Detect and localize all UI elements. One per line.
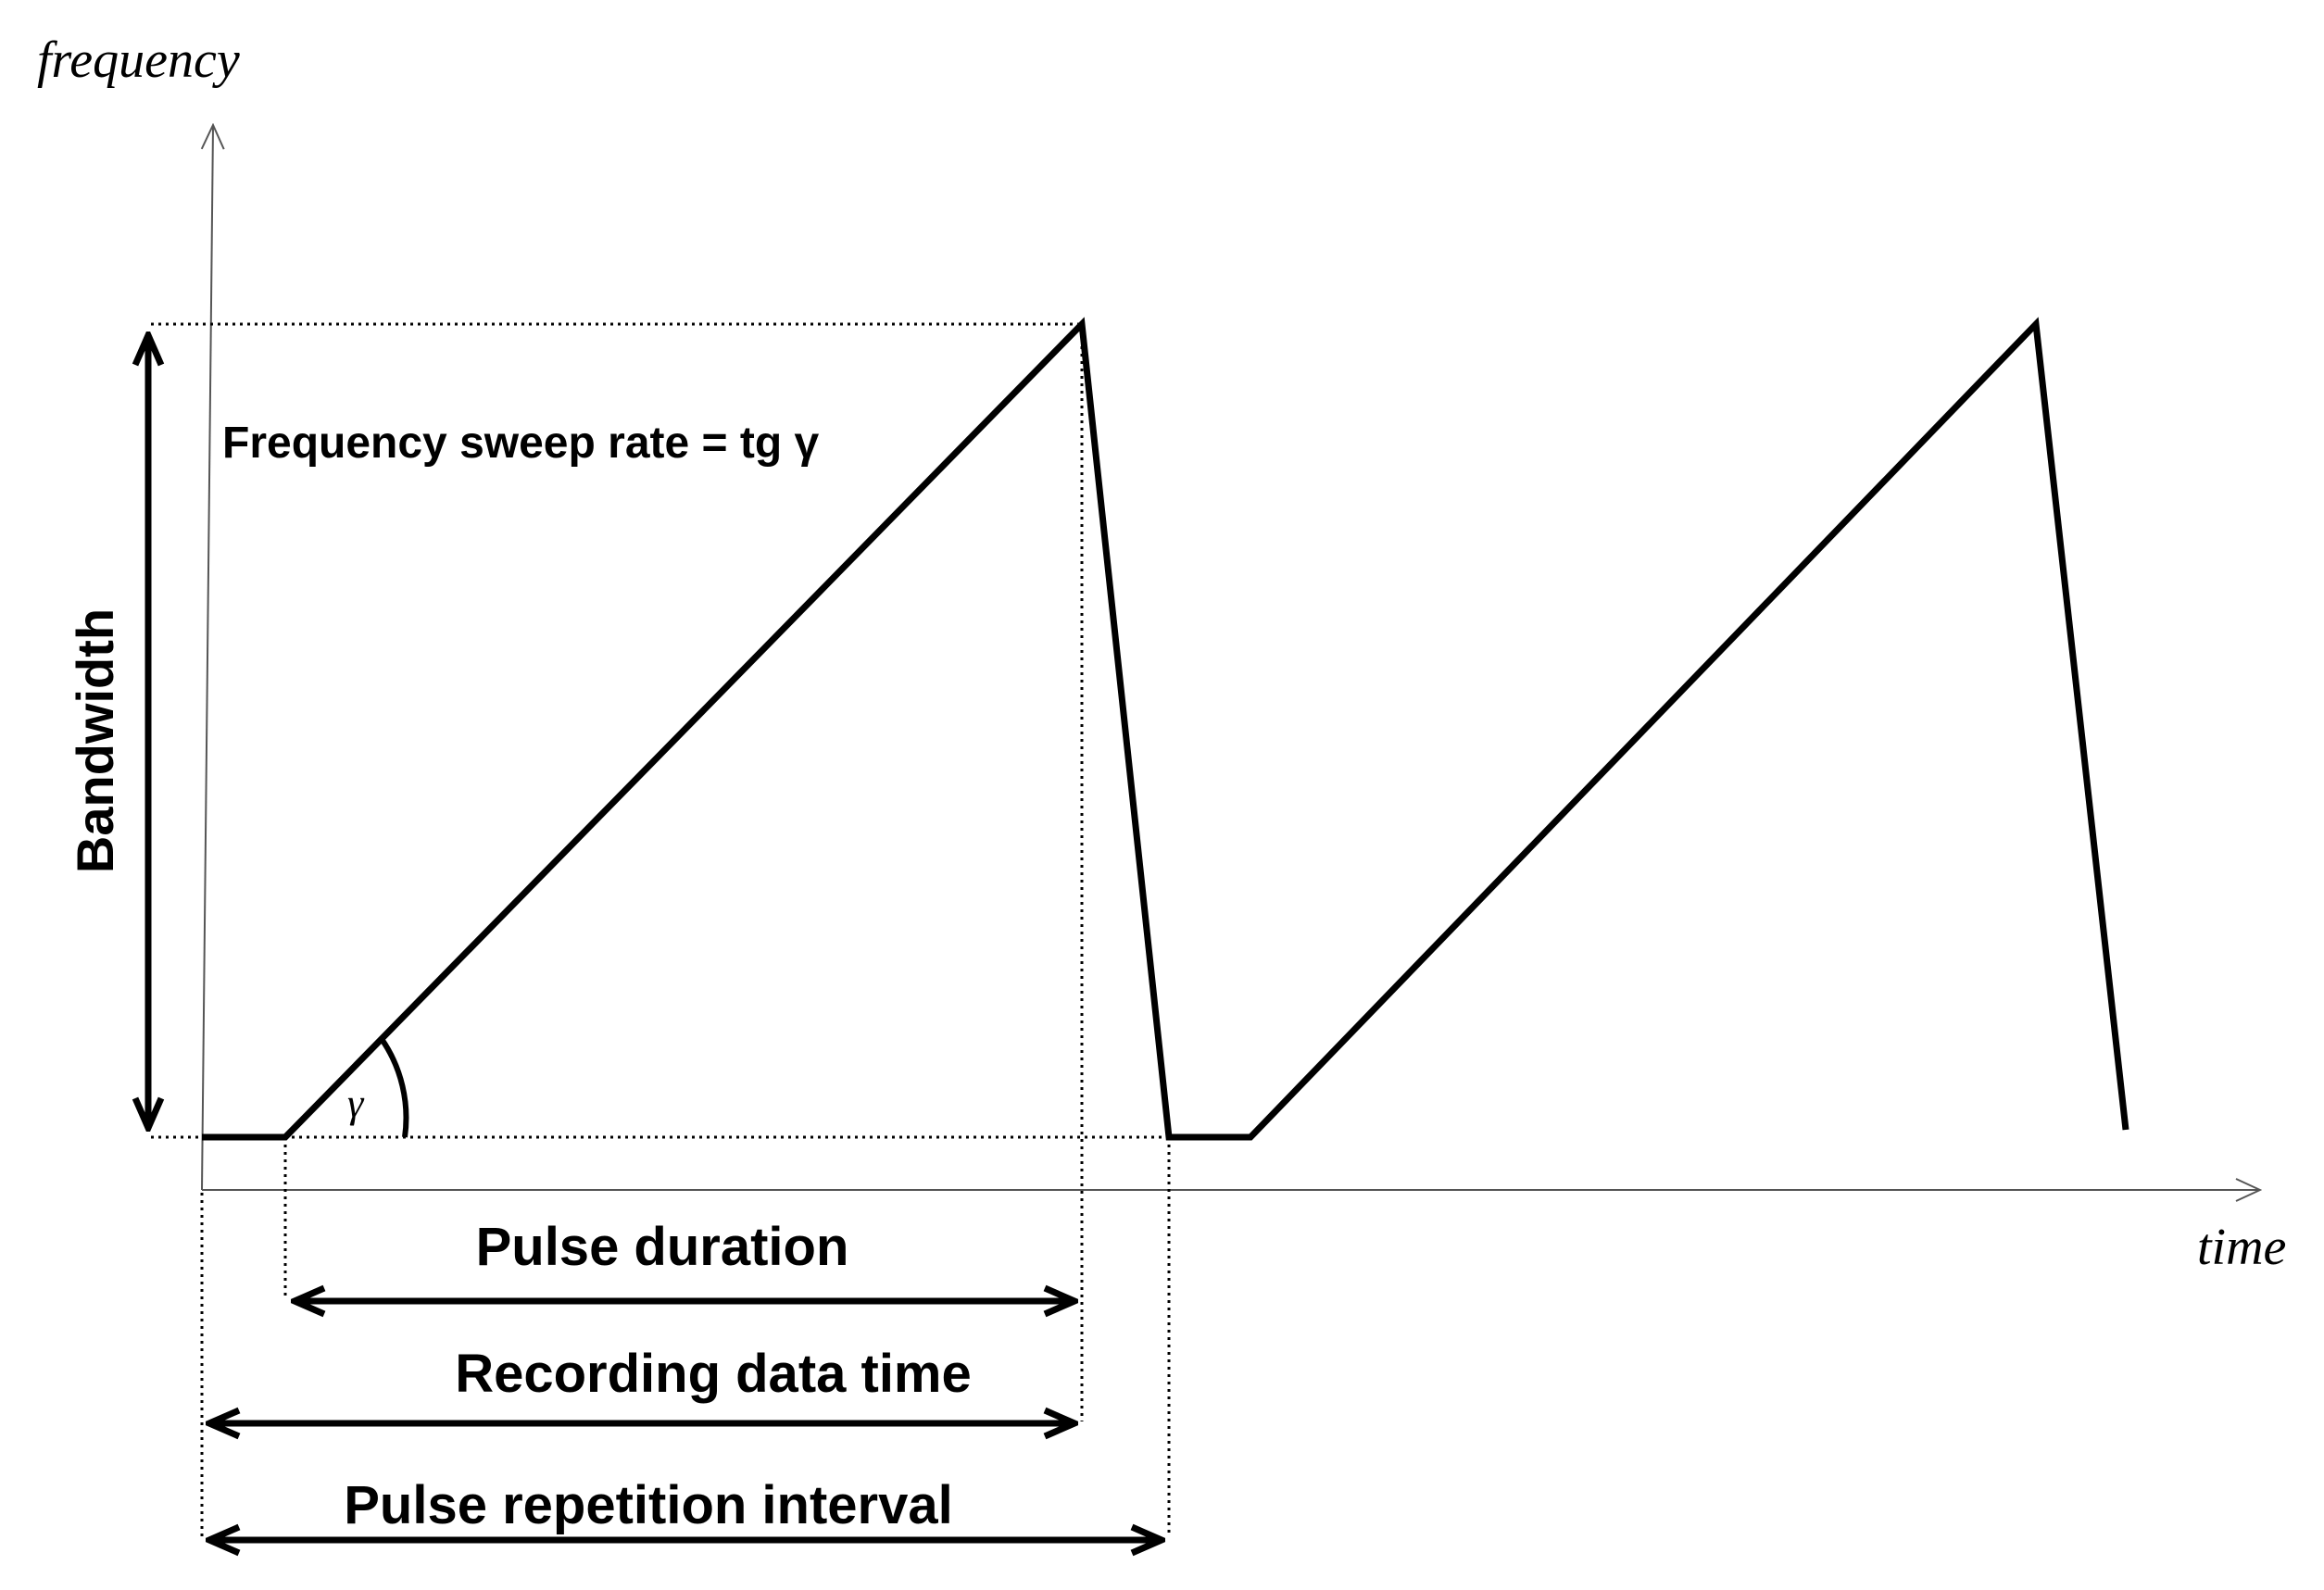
bandwidth-label: Bandwidth: [66, 608, 124, 873]
pulse-duration-label: Pulse duration: [476, 1217, 849, 1277]
recording-data-time-label: Recording data time: [455, 1344, 972, 1404]
x-axis-label: time: [2197, 1219, 2286, 1276]
y-axis: [202, 125, 213, 1191]
gamma-angle-arc: [379, 1037, 409, 1138]
y-axis-label: frequency: [37, 31, 240, 89]
sweep-rate-label: Frequency sweep rate = tg γ: [222, 419, 820, 468]
gamma-angle-label: γ: [347, 1081, 365, 1126]
pulse-repetition-interval-label: Pulse repetition interval: [344, 1475, 953, 1535]
chirp-waveform: [202, 317, 2129, 1141]
